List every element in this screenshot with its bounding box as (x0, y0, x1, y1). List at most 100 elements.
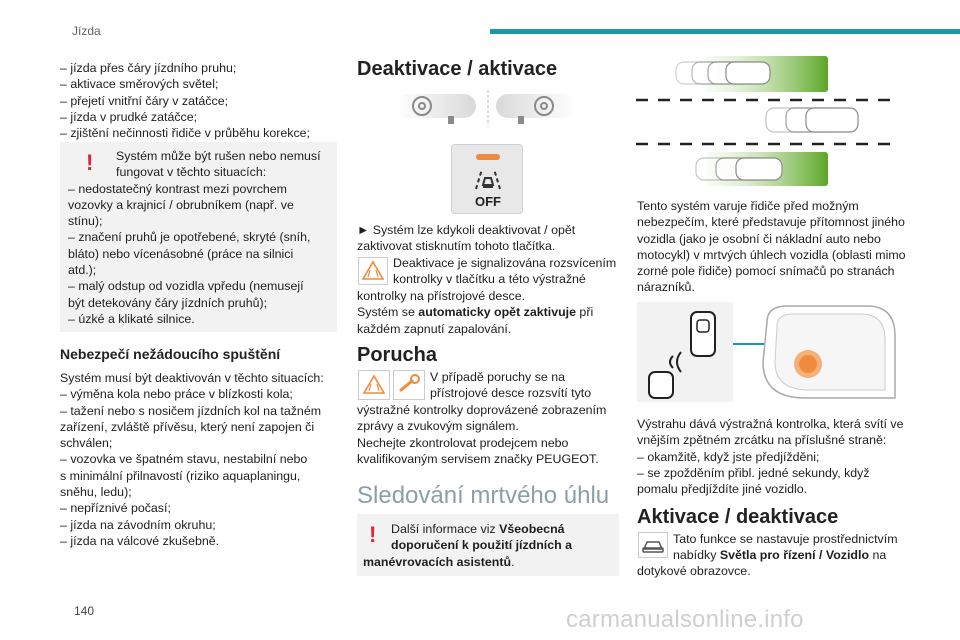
body-line: – tažení nebo s nosičem jízdních kol na … (60, 403, 322, 418)
heading-fault: Porucha (357, 344, 438, 366)
fault-paragraph-cont: výstražné kontrolky doprovázené zobrazen… (357, 402, 637, 467)
body-text: na (869, 548, 887, 563)
body-line: Tento systém varuje řidiče před možným (637, 199, 859, 213)
warning-box: ! Systém může být rušen nebo nemusí fung… (60, 142, 337, 332)
list-item: – aktivace směrových světel; (60, 77, 219, 92)
lane-off-button-icon (475, 168, 501, 190)
body-line: – vozovka ve špatném stavu, nestabilní n… (60, 452, 308, 467)
wrench-icon-box (393, 370, 425, 400)
body-line: zařízení, zvláště přívěsu, který není za… (60, 419, 315, 434)
off-label: OFF (475, 194, 501, 209)
body-line: nárazníků. (637, 280, 695, 295)
watermark: carmanualsonline.info (566, 606, 804, 633)
body-text: při (575, 305, 594, 320)
body-line: kontrolky na přístrojové desce. (357, 289, 526, 303)
body-line: pomalu předjíždíte jiné vozidlo. (637, 482, 808, 497)
paragraph-deact-cont: kontrolky na přístrojové desce. Systém s… (357, 288, 627, 337)
body-line: výstražné kontrolky doprovázené zobrazen… (357, 403, 607, 417)
paragraph-toggle: ► Systém lze kdykoli deaktivovat / opět … (357, 222, 622, 255)
body-line: – okamžitě, když jste předjížděni; (637, 449, 820, 464)
fault-paragraph: V případě poruchy se na přístrojové desc… (430, 369, 630, 402)
body-text: Systém se (357, 305, 419, 320)
warning-triangle-icon (362, 374, 386, 394)
bold-text: automaticky opět zaktivuje (418, 305, 576, 320)
body-text: nabídky (673, 548, 720, 563)
info-box: ! Další informace viz Všeobecná doporuče… (357, 514, 619, 576)
paragraph-deact-signal: Deaktivace je signalizována rozsvícením … (393, 255, 633, 288)
body-line: ► Systém lze kdykoli deaktivovat / opět (357, 223, 576, 237)
warning-line: – nedostatečný kontrast mezi povrchem (68, 181, 288, 196)
blind-spot-description: Tento systém varuje řidiče před možným n… (637, 198, 927, 296)
car-icon (642, 541, 664, 553)
body-line: Systém musí být deaktivován v těchto sit… (60, 371, 324, 385)
warning-line: bláto) nebo vícenásobné (práce na silnic… (68, 246, 294, 261)
body-line: nebezpečím, které představuje přítomnost… (637, 215, 905, 230)
heading-blind-spot: Sledování mrtvého úhlu (357, 482, 610, 509)
body-line: zaktivovat stisknutím tohoto tlačítka. (357, 239, 556, 254)
body-line: každém zapnutí zapalování. (357, 321, 512, 336)
body-line: Tato funkce se nastavuje prostřednictvím (673, 532, 898, 546)
header-section-label: Jízda (72, 24, 101, 38)
warning-line: fungovat v těchto situacích: (116, 165, 267, 180)
bold-text: Všeobecná (499, 522, 565, 536)
warning-triangle-icon (361, 260, 385, 280)
heading-deactivation: Deaktivace / aktivace (357, 58, 558, 80)
orange-warning-icon-box (358, 257, 388, 285)
list-item: – přejetí vnitřní čáry v zatáčce; (60, 93, 229, 108)
warning-line: – značení pruhů je opotřebené, skryté (s… (68, 230, 311, 245)
bold-text: manévrovacích asistentů (363, 554, 512, 569)
bold-text: doporučení k použití jízdních a (391, 538, 573, 553)
body-line: přístrojové desce rozsvítí tyto (430, 386, 592, 401)
indicator-led (476, 154, 500, 160)
body-line: sněhu, ledu); (60, 485, 132, 500)
warning-line: Systém může být rušen nebo nemusí (116, 149, 321, 163)
body-line: zprávy a zvukovým signálem. (357, 419, 519, 434)
mirror-icon (762, 305, 896, 399)
top-list: – jízda přes čáry jízdního pruhu; – akti… (60, 60, 340, 141)
body-line: kvalifikovaným servisem značky PEUGEOT. (357, 451, 599, 466)
section-heading-unwanted-trigger: Nebezpečí nežádoucího spuštění (60, 346, 281, 362)
body-line: – nepříznivé počasí; (60, 501, 171, 516)
body-line: – jízda na válcové zkušebně. (60, 533, 220, 548)
warning-line: vozovky a krajnicí / obrubníkem (např. v… (68, 197, 294, 212)
lane-off-button[interactable]: OFF (451, 144, 523, 214)
body-line: kontrolky v tlačítku a této výstražné (393, 272, 586, 287)
warning-line: být detekovány čáry jízdních pruhů); (68, 295, 268, 310)
body-line: vnějším zpětném zrcátku na příslušné str… (637, 433, 887, 448)
body-line: Výstrahu dává výstražná kontrolka, která… (637, 417, 904, 431)
body-line: Deaktivace je signalizována rozsvícením (393, 256, 617, 270)
activation-paragraph: Tato funkce se nastavuje prostřednictvím… (673, 531, 923, 564)
exclamation-icon: ! (86, 150, 94, 175)
steering-wheel-illustration (392, 86, 592, 130)
blind-spot-illustration (636, 54, 898, 188)
warning-line: – malý odstup od vozidla vpředu (nemusej… (68, 279, 304, 294)
unwanted-trigger-body: Systém musí být deaktivován v těchto sit… (60, 370, 345, 549)
header-accent-bar (490, 29, 960, 34)
warning-line: atd.); (68, 263, 97, 278)
list-item: – jízda přes čáry jízdního pruhu; (60, 61, 237, 75)
body-line: motocykl) v mrtvých úhlech vozidla (obla… (637, 247, 906, 262)
body-line: V případě poruchy se na (430, 370, 566, 384)
list-item: – jízda v prudké zatáčce; (60, 109, 198, 124)
list-item: – zjištění nečinnosti řidiče v průběhu k… (60, 126, 311, 141)
warning-line: stínu); (68, 214, 103, 229)
body-line: vozidla (jako je osobní či nákladní auto… (637, 231, 881, 246)
body-line: s minimální přilnavostí (riziko aquaplan… (60, 468, 301, 483)
car-icon (675, 61, 859, 181)
body-line: – výměna kola nebo práce v blízkosti kol… (60, 387, 293, 402)
body-line: Nechejte zkontrolovat prodejcem nebo (357, 435, 569, 450)
exclamation-icon: ! (369, 522, 377, 547)
mirror-illustration (637, 302, 897, 402)
steering-wheel-icon (412, 96, 554, 116)
body-line: – se zpožděním přibl. jedné sekundy, kdy… (637, 465, 870, 480)
orange-warning-icon-box (358, 370, 390, 400)
activation-paragraph-cont: dotykové obrazovce. (637, 564, 751, 578)
body-line: zorné pole řidiče) pomocí snímačů po str… (637, 264, 895, 279)
warning-line: – úzké a klikaté silnice. (68, 311, 195, 326)
bold-text: Světla pro řízení / Vozidlo (719, 548, 870, 563)
body-text: . (511, 554, 515, 569)
car-settings-icon-box (638, 532, 668, 558)
wrench-icon (399, 374, 420, 392)
body-line: schválen; (60, 436, 113, 451)
page-number: 140 (74, 604, 95, 618)
